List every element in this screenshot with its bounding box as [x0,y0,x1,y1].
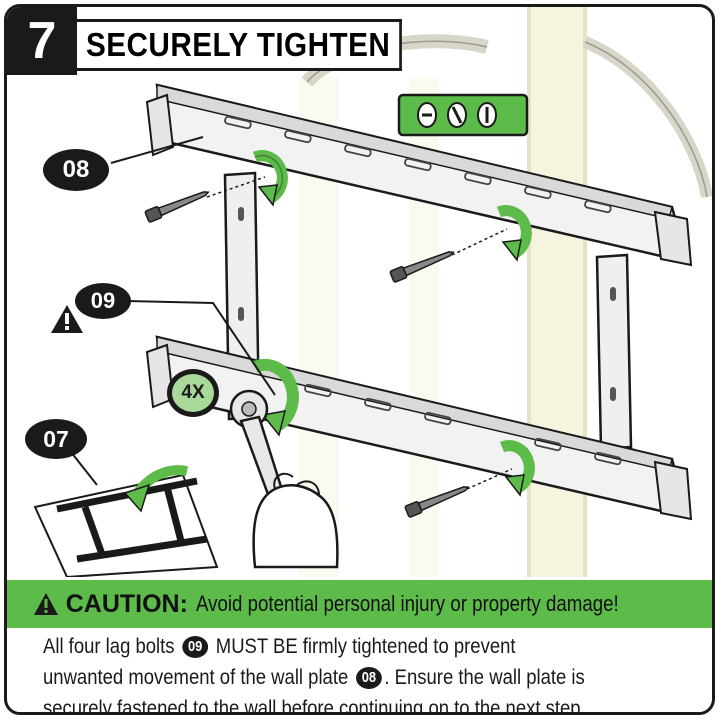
assembly-illustration [33,7,712,577]
note-line-1: All four lag bolts 09 MUST BE firmly tig… [43,634,516,659]
instruction-note: All four lag bolts 09 MUST BE firmly tig… [43,631,703,715]
step-title: SECURELY TIGHTEN [77,19,402,71]
lag-bolt-icon [144,176,513,518]
caution-message: Avoid potential personal injury or prope… [195,591,619,616]
hand-icon [252,472,339,569]
tighten-arrow-icon [252,150,535,497]
callout-07: 07 [25,419,87,459]
note-line-2: unwanted movement of the wall plate 08. … [43,665,585,690]
bracket-thumbnail [33,465,219,577]
callout-09: 09 [75,283,131,319]
level-icon [397,93,529,137]
warning-icon [51,305,83,333]
note-line-3: securely fastened to the wall before con… [43,696,586,715]
callout-09-inline: 09 [182,636,209,659]
upper-wall-rail [145,83,693,267]
caution-label: CAUTION: [65,589,188,618]
quantity-badge: 4X [167,369,219,417]
instruction-panel: 7 SECURELY TIGHTEN 08 09 07 4X CAUTION: … [4,4,715,715]
warning-icon [33,593,58,615]
caution-banner: CAUTION: Avoid potential personal injury… [7,580,712,628]
wrench-icon [229,389,285,499]
step-number: 7 [7,7,77,75]
callout-08: 08 [43,149,109,191]
callout-08-inline: 08 [355,667,382,690]
